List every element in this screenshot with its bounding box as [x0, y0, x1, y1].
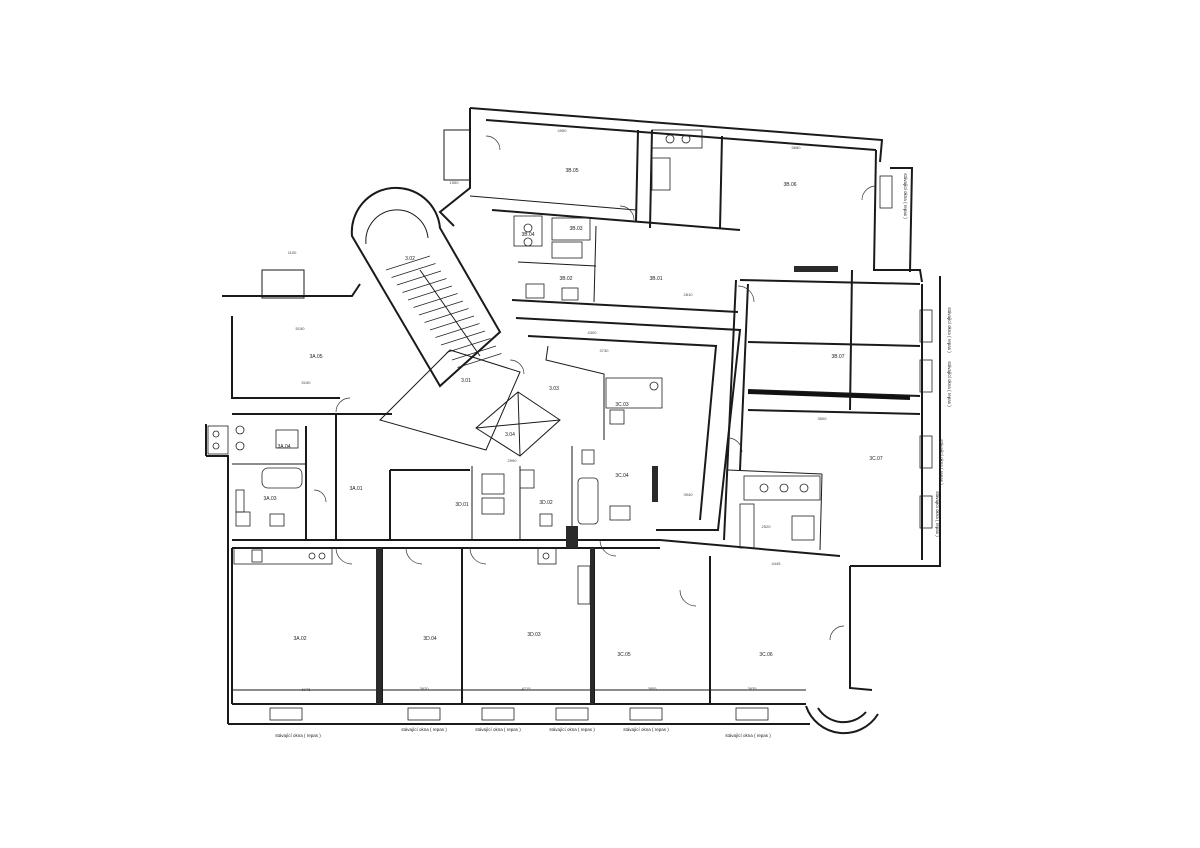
facade-window-label: stávající okna ( repas ): [475, 727, 521, 732]
room-label: 3.02: [405, 256, 415, 262]
window: [919, 435, 933, 469]
dimension-label: 3820: [420, 686, 430, 691]
dimension-label: 3730: [600, 348, 610, 353]
hatched-elements: [376, 266, 838, 704]
facade-window-label: stávající okna ( repas ): [947, 307, 952, 353]
stair-step: [385, 255, 431, 271]
window: [735, 707, 769, 721]
room-label: 3D.04: [423, 636, 437, 642]
dimension-label: 1550: [450, 180, 460, 185]
window: [919, 359, 933, 393]
dimension-label: 2520: [762, 524, 772, 529]
stair-step: [402, 278, 447, 293]
room-label: 3.04: [505, 432, 515, 438]
dimension-label: 5150: [302, 380, 312, 385]
dimension-label: 4300: [588, 330, 598, 335]
room-label: 3D.02: [539, 500, 553, 506]
outer-walls: [205, 107, 941, 735]
dimension-label: 2990: [508, 458, 518, 463]
facade-window-label: stávající okna ( repas ): [947, 361, 952, 407]
facade-window-label: stávající okna ( repas ): [939, 439, 944, 485]
doors: [313, 135, 877, 641]
dimension-label: 3500: [818, 416, 828, 421]
facade-window-label: stávající okna ( repas ): [903, 173, 908, 219]
dimension-label: 3855: [648, 686, 658, 691]
room-label: 3A.03: [263, 496, 276, 502]
facade-labels: stávající okna ( repas ) stávající okna (…: [275, 173, 952, 738]
room-label: 3C.05: [617, 652, 631, 658]
dimension-label: 3835: [748, 686, 758, 691]
room-label: 3.03: [549, 386, 559, 392]
staircase: [350, 186, 561, 457]
stair-step: [457, 353, 502, 368]
window: [481, 707, 515, 721]
room-label: 3B.02: [559, 276, 572, 282]
stair-step: [451, 345, 497, 361]
stair-step: [391, 263, 436, 278]
window: [555, 707, 589, 721]
dimension-label: 4950: [558, 128, 568, 133]
stair-step: [446, 338, 491, 353]
room-label: 3B.07: [831, 354, 844, 360]
room-label: 3B.06: [783, 182, 796, 188]
room-label: 3A.01: [349, 486, 362, 492]
facade-window-label: stávající okna ( repas ): [725, 733, 771, 738]
facade-window-label: stávající okna ( repas ): [401, 727, 447, 732]
facade-window-label: stávající okna ( repas ): [275, 733, 321, 738]
dimension-label: 6975: [302, 687, 312, 692]
room-label: 3C.06: [759, 652, 773, 658]
window: [629, 707, 663, 721]
dimension-labels: 4950 5680 1100 5150 5150 4300 3730 2810 3500 2990…: [288, 128, 828, 692]
stair-step: [440, 330, 486, 346]
window: [407, 707, 441, 721]
dimension-label: 5150: [296, 326, 306, 331]
room-label: 3B.05: [565, 168, 578, 174]
room-label: 3A.04: [277, 444, 290, 450]
room-label: 3D.03: [527, 632, 541, 638]
facade-window-label: stávající okna ( repas ): [623, 727, 669, 732]
room-label: 3.01: [461, 378, 471, 384]
dimension-label: 4215: [522, 686, 532, 691]
room-label: 3C.07: [869, 456, 883, 462]
stair-step: [413, 293, 458, 308]
window: [919, 495, 933, 529]
dimension-label: 2810: [684, 292, 694, 297]
dimension-label: 3940: [684, 492, 694, 497]
dimension-label: 5680: [792, 145, 802, 150]
room-labels: 3B.05 3B.06 3B.04 3B.03 3B.02 3B.01 3.02 3A.05 3…: [263, 168, 882, 658]
room-label: 3D.01: [455, 502, 469, 508]
fixtures: [207, 129, 821, 605]
room-label: 3C.04: [615, 473, 629, 479]
dimension-label: 4445: [772, 561, 782, 566]
room-label: 3A.02: [293, 636, 306, 642]
room-label: 3A.05: [309, 354, 322, 360]
room-label: 3C.03: [615, 402, 629, 408]
dimension-label: 1100: [288, 250, 297, 255]
stair-step: [435, 323, 480, 338]
stair-step: [407, 285, 453, 301]
room-label: 3B.04: [521, 232, 534, 238]
room-label: 3B.01: [649, 276, 662, 282]
room-label: 3B.03: [569, 226, 582, 232]
stair-step: [429, 315, 475, 331]
window: [879, 175, 893, 209]
window: [269, 707, 303, 721]
window: [919, 309, 933, 343]
facade-window-label: stávající okna ( repas ): [935, 491, 940, 537]
facade-window-label: stávající okna ( repas ): [549, 727, 595, 732]
stair-step: [424, 308, 469, 323]
windows: [269, 175, 933, 721]
stair-step: [396, 270, 442, 286]
stair-step: [418, 300, 464, 316]
